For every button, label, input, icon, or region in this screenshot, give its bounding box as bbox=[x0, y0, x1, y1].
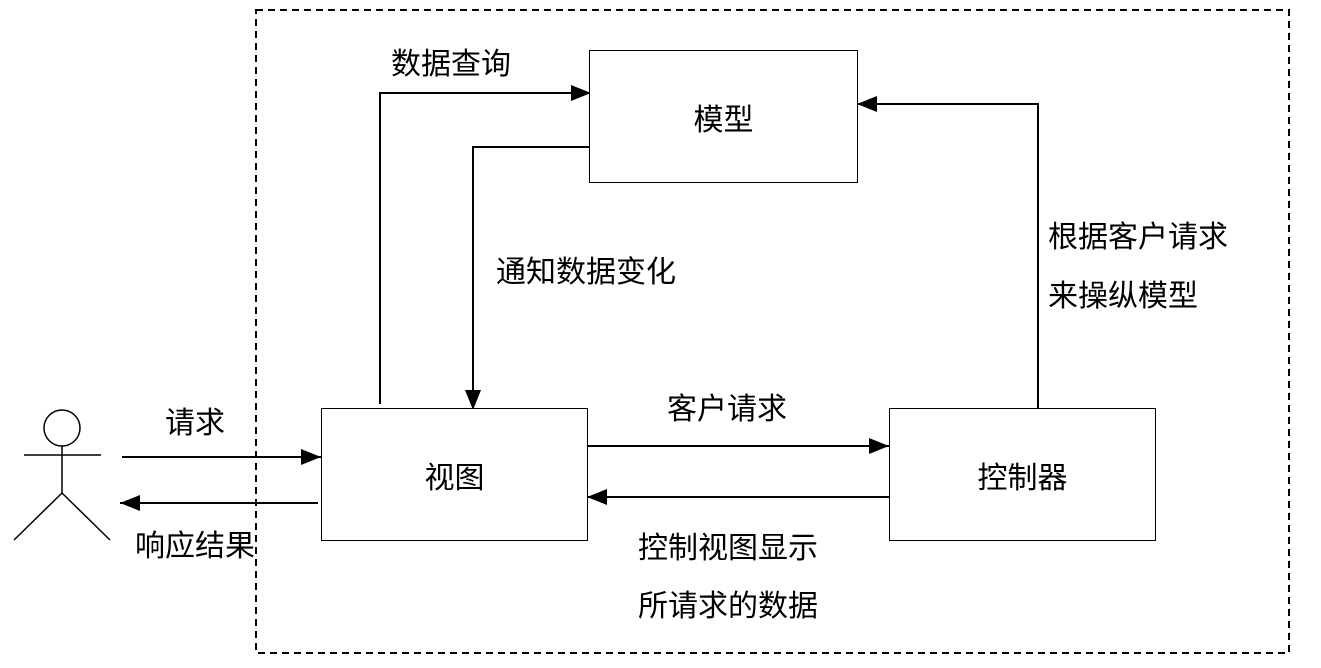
manipulate-model-label-2: 来操纵模型 bbox=[1048, 279, 1198, 314]
user-actor-icon bbox=[13, 409, 111, 541]
client-request-label: 客户请求 bbox=[667, 392, 787, 427]
controller-label: 控制器 bbox=[977, 460, 1068, 496]
data-query-arrow bbox=[379, 85, 591, 404]
model-label: 模型 bbox=[693, 102, 754, 138]
system-boundary bbox=[255, 9, 1290, 654]
control-view-label-1: 控制视图显示 bbox=[638, 531, 818, 566]
manipulate-model-arrow bbox=[857, 96, 1039, 408]
controller-box: 控制器 bbox=[889, 408, 1156, 541]
model-box: 模型 bbox=[589, 50, 858, 183]
manipulate-model-label-1: 根据客户请求 bbox=[1048, 220, 1228, 255]
notify-change-label: 通知数据变化 bbox=[496, 255, 676, 290]
data-query-label: 数据查询 bbox=[391, 47, 511, 82]
view-label: 视图 bbox=[424, 460, 485, 496]
response-label: 响应结果 bbox=[135, 529, 255, 564]
notify-change-arrow bbox=[465, 146, 590, 410]
control-view-label-2: 所请求的数据 bbox=[638, 589, 818, 624]
request-label: 请求 bbox=[165, 406, 225, 441]
view-box: 视图 bbox=[321, 408, 588, 541]
